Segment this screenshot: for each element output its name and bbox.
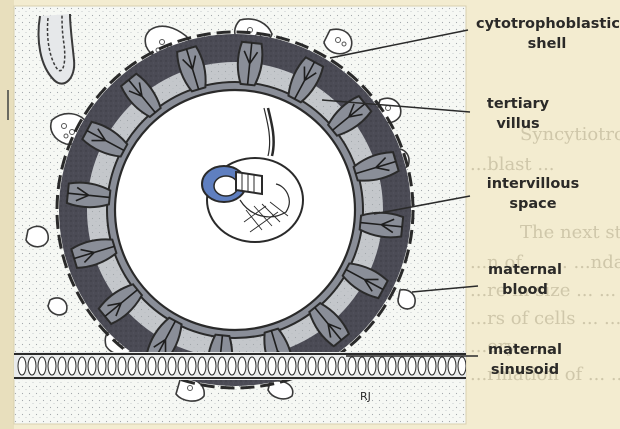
page-edge <box>0 0 14 429</box>
label-line: tertiary <box>478 94 558 114</box>
epithelial-cell <box>368 357 376 375</box>
epithelial-cell <box>138 357 146 375</box>
epithelial-cell <box>418 357 426 375</box>
epithelial-cell <box>98 357 106 375</box>
label-line: maternal <box>480 340 570 360</box>
label-tertiary-villus: tertiary villus <box>478 94 558 134</box>
epithelial-cell <box>398 357 406 375</box>
label-line: sinusoid <box>480 360 570 380</box>
epithelial-cell <box>178 357 186 375</box>
label-line: villus <box>478 114 558 134</box>
epithelial-cell <box>278 357 286 375</box>
epithelial-cell <box>58 357 66 375</box>
epithelial-cell <box>78 357 86 375</box>
epithelial-cell <box>228 357 236 375</box>
epithelial-cell <box>318 357 326 375</box>
label-line: space <box>478 194 588 214</box>
epithelial-cell <box>408 357 416 375</box>
label-line: cytotrophoblastic <box>476 14 618 34</box>
epithelial-cell <box>128 357 136 375</box>
epithelial-cell <box>208 357 216 375</box>
epithelial-cell <box>428 357 436 375</box>
background-text-line: ...rs of cells ... ... <box>470 308 620 329</box>
epithelial-cell <box>338 357 346 375</box>
epithelial-cell <box>48 357 56 375</box>
label-intervillous-space: intervillous space <box>478 174 588 214</box>
artist-initials: RJ <box>360 390 371 403</box>
epithelial-cell <box>68 357 76 375</box>
label-line: maternal <box>480 260 570 280</box>
epithelial-cell <box>458 357 466 375</box>
epithelial-cell <box>308 357 316 375</box>
epithelial-cell <box>238 357 246 375</box>
epithelial-cell <box>108 357 116 375</box>
epithelial-cell <box>118 357 126 375</box>
label-maternal-sinusoid: maternal sinusoid <box>480 340 570 380</box>
epithelial-cell <box>248 357 256 375</box>
label-maternal-blood: maternal blood <box>480 260 570 300</box>
epithelial-cell <box>268 357 276 375</box>
epithelial-cell <box>388 357 396 375</box>
epithelial-cell <box>298 357 306 375</box>
epithelial-cell <box>328 357 336 375</box>
epithelial-cell <box>348 357 356 375</box>
label-cytotrophoblastic-shell: cytotrophoblastic shell <box>476 14 618 54</box>
epithelial-cell <box>38 357 46 375</box>
epithelial-cell <box>448 357 456 375</box>
background-text-line: The next st... ... <box>520 222 620 243</box>
epithelial-cell <box>158 357 166 375</box>
epithelial-cell <box>438 357 446 375</box>
background-text-line: ...blast ... <box>470 154 555 175</box>
epithelial-cell <box>148 357 156 375</box>
epithelial-cell <box>218 357 226 375</box>
label-line: intervillous <box>478 174 588 194</box>
epithelial-cell <box>198 357 206 375</box>
epithelial-cell <box>18 357 26 375</box>
label-line: blood <box>480 280 570 300</box>
epithelial-cell <box>288 357 296 375</box>
epithelial-cell <box>378 357 386 375</box>
epithelial-cell <box>88 357 96 375</box>
epithelial-cell <box>188 357 196 375</box>
epithelial-cell <box>358 357 366 375</box>
label-line: shell <box>476 34 618 54</box>
epithelial-cell <box>258 357 266 375</box>
epithelial-cell <box>168 357 176 375</box>
epithelial-cell <box>28 357 36 375</box>
